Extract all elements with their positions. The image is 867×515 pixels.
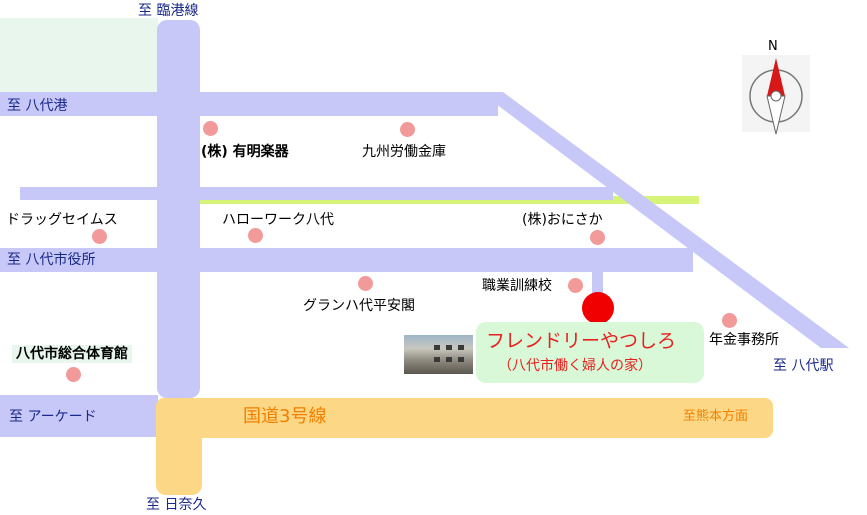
direction-city-office: 至 八代市役所 bbox=[7, 252, 96, 268]
national-route-3 bbox=[156, 398, 773, 495]
direction-hinagu: 至 日奈久 bbox=[146, 497, 207, 513]
road-vertical-main bbox=[157, 20, 200, 398]
landmark-gym-label: 八代市総合体育館 bbox=[12, 345, 132, 363]
road-network bbox=[0, 20, 849, 437]
landmark-dot-gym bbox=[66, 367, 81, 382]
landmark-drugstore-label: ドラッグセイムス bbox=[6, 212, 118, 228]
road-city-office bbox=[0, 248, 693, 272]
landmark-dot-hellowork bbox=[248, 228, 263, 243]
park-area bbox=[0, 18, 158, 94]
destination-name: フレンドリーやつしろ bbox=[486, 330, 677, 352]
landmark-dot-onisaka bbox=[590, 230, 605, 245]
landmark-onisaka-label: (株)おにさか bbox=[522, 212, 603, 228]
destination-card: フレンドリーやつしろ （八代市働く婦人の家） bbox=[476, 322, 704, 383]
destination-marker bbox=[582, 292, 614, 324]
landmark-dot-kyushu-rokin bbox=[400, 122, 415, 137]
route3-south bbox=[156, 398, 202, 495]
road-spur bbox=[592, 262, 603, 298]
direction-arcade: 至 アーケード bbox=[9, 409, 97, 425]
building-photo bbox=[404, 335, 473, 374]
direction-yatsushiro-port: 至 八代港 bbox=[7, 98, 68, 114]
road-port bbox=[0, 92, 498, 116]
compass-needle-north bbox=[767, 58, 785, 96]
landmark-dot-pension bbox=[722, 313, 737, 328]
direction-rinkou: 至 臨港線 bbox=[138, 3, 199, 19]
direction-yatsushiro-station: 至 八代駅 bbox=[773, 358, 834, 374]
route-label: 国道3号線 bbox=[243, 406, 327, 427]
landmark-dot-drugstore bbox=[92, 229, 107, 244]
compass-north-label: N bbox=[768, 39, 778, 54]
direction-kumamoto: 至熊本方面 bbox=[683, 409, 749, 424]
road-arcade bbox=[0, 395, 158, 437]
landmark-grand-label: グランハ代平安閣 bbox=[303, 298, 415, 314]
landmark-ariake-label: (株) 有明楽器 bbox=[201, 144, 289, 160]
road-thin bbox=[20, 187, 613, 200]
route3-horizontal bbox=[156, 398, 773, 438]
landmark-kyushu-rokin-label: 九州労働金庫 bbox=[362, 144, 446, 160]
landmark-dot-shokugyo bbox=[568, 278, 583, 293]
landmark-dot-grand bbox=[358, 276, 373, 291]
compass bbox=[742, 55, 810, 135]
road-diagonal-station bbox=[480, 92, 849, 348]
landmark-dot-ariake bbox=[203, 121, 218, 136]
landmark-hellowork-label: ハローワーク八代 bbox=[222, 212, 334, 228]
landmark-pension-label: 年金事務所 bbox=[709, 332, 779, 348]
compass-pivot bbox=[770, 90, 782, 102]
destination-subtitle: （八代市働く婦人の家） bbox=[498, 358, 652, 374]
landmark-shokugyo-label: 職業訓練校 bbox=[482, 278, 552, 294]
